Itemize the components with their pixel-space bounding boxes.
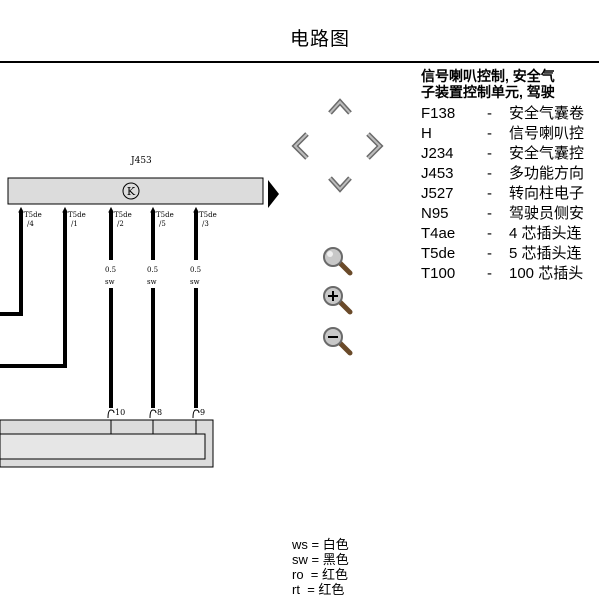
chevron-left-icon[interactable] [289,131,311,161]
legend-item: N95-驾驶员侧安 [421,205,585,222]
wire-color-key: ws = 白色 sw = 黑色 ro = 红色 rt = 红色 [292,537,349,597]
zoom-in-icon[interactable] [320,285,356,315]
target-pin-3: 9 [200,408,205,417]
target-pin-1: 10 [115,408,125,417]
pin-number-5: /3 [202,220,209,228]
pin-number-3: /2 [117,220,124,228]
color-key-item: rt = 红色 [292,582,345,597]
wire-color-5: sw [190,278,200,286]
pin-number-4: /5 [159,220,166,228]
wire-color-4: sw [147,278,157,286]
wire-pin-4 [0,212,23,316]
legend-item: J453-多功能方向 [421,165,585,182]
legend-heading-line-1: 信号喇叭控制, 安全气 [421,68,555,84]
component-box [7,177,264,205]
legend-item: J527-转向柱电子 [421,185,585,202]
pin-connector-2: T5de [68,211,86,219]
legend-item: T4ae-4 芯插头连 [421,225,582,242]
wire-size-4: 0.5 [147,266,158,274]
pin-connector-4: T5de [156,211,174,219]
legend-item: J234-安全气囊控 [421,145,585,162]
zoom-out-icon[interactable] [320,326,356,356]
pin-number-2: /1 [71,220,78,228]
chevron-up-icon[interactable] [327,96,353,116]
pin-number-1: /4 [27,220,34,228]
pin-connector-1: T5de [24,211,42,219]
target-pin-2: 8 [157,408,162,417]
wire-size-3: 0.5 [105,266,116,274]
pin-connector-5: T5de [199,211,217,219]
magnifier-icon[interactable] [320,246,356,276]
wire-color-3: sw [105,278,115,286]
legend-item: T100-100 芯插头 [421,265,584,282]
component-symbol: K [127,185,136,198]
title-divider [0,61,599,63]
horn-switch-symbol: K [122,182,140,200]
chevron-right-icon[interactable] [364,131,386,161]
color-key-item: sw = 黑色 [292,552,349,567]
color-key-item: ro = 红色 [292,567,349,582]
page-title: 电路图 [289,28,350,50]
component-legend: 信号喇叭控制, 安全气 子装置控制单元, 驾驶 F138-安全气囊卷 H-信号喇… [421,68,599,284]
wire-size-5: 0.5 [190,266,201,274]
legend-item: H-信号喇叭控 [421,125,585,142]
target-terminals [107,409,200,419]
legend-heading-line-2: 子装置控制单元, 驾驶 [421,84,555,100]
triangle-right-icon[interactable] [268,180,280,208]
wires [0,212,198,408]
chevron-down-icon[interactable] [327,175,353,195]
color-key-item: ws = 白色 [292,537,349,552]
wire-pin-1 [0,212,67,368]
component-label: J453 [130,156,152,166]
pin-connector-3: T5de [114,211,132,219]
legend-item: F138-安全气囊卷 [421,105,585,122]
control-unit-box [0,419,214,468]
legend-item: T5de-5 芯插头连 [421,245,582,262]
